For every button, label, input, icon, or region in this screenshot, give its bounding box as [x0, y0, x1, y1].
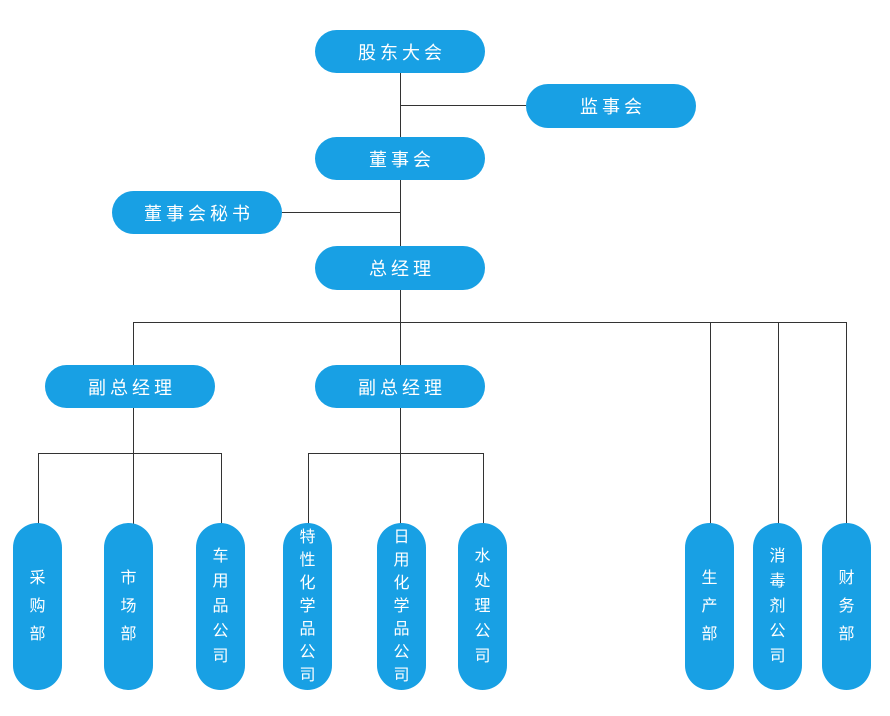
node-label: 市场部	[120, 569, 137, 643]
connector-gm-trunk	[400, 290, 401, 365]
connector-drop-production	[710, 322, 711, 526]
node-shareholders-meeting: 股东大会	[315, 30, 485, 73]
node-finance-dept: 财务部	[822, 523, 871, 690]
node-deputy-gm-1: 副总经理	[45, 365, 215, 408]
connector-branch-secretary	[282, 212, 400, 213]
connector-deputy2-trunk	[400, 408, 401, 453]
node-label: 车用品公司	[212, 548, 229, 665]
connector-deputy1-trunk	[133, 408, 134, 453]
connector-drop-disinfectant	[778, 322, 779, 526]
connector-branch-supervisory	[400, 105, 526, 106]
node-label: 消毒剂公司	[769, 548, 786, 665]
node-label: 财务部	[838, 569, 855, 643]
node-purchasing-dept: 采购部	[13, 523, 62, 690]
node-production-dept: 生产部	[685, 523, 734, 690]
connector-drop-specialty	[308, 453, 309, 526]
connector-board-gm	[400, 180, 401, 246]
node-daily-chemicals-company: 日用化学品公司	[377, 523, 426, 690]
connector-deputy2-bar	[308, 453, 483, 454]
node-label: 特性化学品公司	[299, 529, 316, 684]
node-car-products-company: 车用品公司	[196, 523, 245, 690]
connector-drop-deputy1	[133, 322, 134, 365]
node-general-manager: 总经理	[315, 246, 485, 290]
node-label: 水处理公司	[474, 548, 491, 665]
connector-drop-marketing	[133, 453, 134, 526]
node-label: 日用化学品公司	[393, 529, 410, 684]
connector-deputy1-bar	[38, 453, 222, 454]
node-board-of-directors: 董事会	[315, 137, 485, 180]
connector-drop-daily	[400, 453, 401, 526]
connector-drop-finance	[846, 322, 847, 526]
node-label: 生产部	[701, 569, 718, 643]
node-water-treatment-company: 水处理公司	[458, 523, 507, 690]
node-supervisory-board: 监事会	[526, 84, 696, 128]
node-label: 采购部	[29, 569, 46, 643]
connector-drop-purchasing	[38, 453, 39, 526]
connector-gm-distribution-bar	[133, 322, 847, 323]
node-disinfectant-company: 消毒剂公司	[753, 523, 802, 690]
node-specialty-chemicals-company: 特性化学品公司	[283, 523, 332, 690]
connector-drop-car-products	[221, 453, 222, 526]
node-board-secretary: 董事会秘书	[112, 191, 282, 234]
node-deputy-gm-2: 副总经理	[315, 365, 485, 408]
node-marketing-dept: 市场部	[104, 523, 153, 690]
connector-drop-water	[483, 453, 484, 526]
